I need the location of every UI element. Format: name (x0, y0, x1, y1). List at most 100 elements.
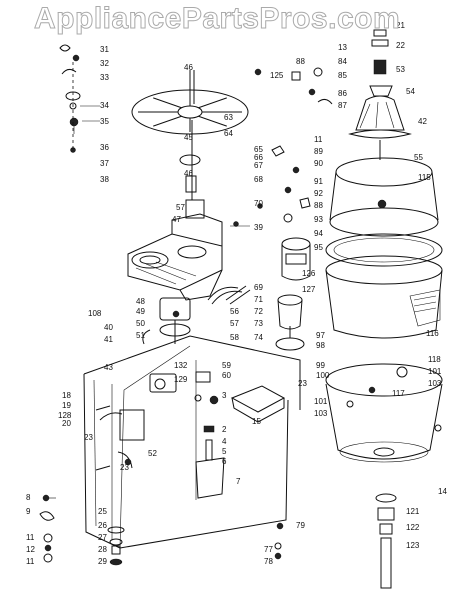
spin-basket (325, 157, 443, 267)
callout-p35: 35 (100, 117, 109, 126)
callout-p64: 64 (224, 129, 233, 138)
lower-left-hardware (39, 494, 56, 563)
callout-p49: 49 (136, 307, 145, 316)
cabinet-frame (83, 335, 301, 549)
callout-p23c: 23 (120, 463, 129, 472)
callout-p36: 36 (100, 143, 109, 152)
callout-p23a: 23 (84, 433, 93, 442)
callout-p117: 117 (392, 389, 405, 398)
agitator-star (131, 70, 249, 200)
pump-assembly (142, 286, 243, 345)
callout-p95: 95 (314, 243, 323, 252)
callout-p38: 38 (100, 175, 109, 184)
callout-p28: 28 (98, 545, 107, 554)
callout-p69: 69 (254, 283, 263, 292)
callout-p6: 6 (222, 457, 227, 466)
callout-p32: 32 (100, 59, 109, 68)
leveling-feet (107, 522, 284, 566)
callout-p41: 41 (104, 335, 113, 344)
callout-p18: 18 (62, 391, 71, 400)
callout-p3: 3 (222, 391, 227, 400)
callout-p57: 57 (176, 203, 185, 212)
callout-p27: 27 (98, 533, 107, 542)
callout-p79: 79 (296, 521, 305, 530)
callout-p19: 19 (62, 401, 71, 410)
callout-p2: 2 (222, 425, 227, 434)
callout-p50: 50 (136, 319, 145, 328)
callout-p85: 85 (338, 71, 347, 80)
callout-p46: 46 (184, 63, 193, 72)
callout-p86: 86 (338, 89, 347, 98)
callout-p100: 100 (316, 371, 330, 380)
callout-p122: 122 (406, 523, 420, 532)
left-small-parts (59, 44, 100, 153)
callout-p46b: 46 (184, 169, 193, 178)
callout-p116: 116 (426, 329, 439, 338)
callout-p99: 99 (316, 361, 325, 370)
callout-p71: 71 (254, 295, 263, 304)
callout-p23b: 23 (298, 379, 307, 388)
callout-p12: 12 (26, 545, 35, 554)
callout-p29: 29 (98, 557, 107, 566)
transmission-assembly (127, 199, 250, 301)
callout-p11a: 11 (26, 533, 35, 542)
callout-p65: 65 (254, 145, 263, 154)
callout-p59: 59 (222, 361, 231, 370)
callout-p67: 67 (254, 161, 263, 170)
callout-p57b: 57 (230, 319, 239, 328)
callout-p31: 31 (100, 45, 109, 54)
callout-p54: 54 (406, 87, 415, 96)
callout-p51: 51 (136, 331, 145, 340)
watermark-text: AppliancePartsPros.com (34, 2, 401, 36)
callout-p115: 115 (418, 173, 431, 182)
callout-p37: 37 (100, 159, 109, 168)
callout-p97: 97 (316, 331, 325, 340)
agitator-blade (153, 115, 182, 127)
callout-p77: 77 (264, 545, 273, 554)
callout-p63: 63 (224, 113, 233, 122)
cabinet-components (99, 371, 286, 499)
callout-p4: 4 (222, 437, 227, 446)
callout-p88a: 88 (296, 57, 305, 66)
callout-p92: 92 (314, 189, 323, 198)
callout-p7: 7 (236, 477, 241, 486)
callout-p78: 78 (264, 557, 273, 566)
callout-p60: 60 (222, 371, 231, 380)
callout-p127: 127 (302, 285, 316, 294)
callout-p101a: 101 (428, 367, 442, 376)
callout-p118: 118 (428, 355, 441, 364)
lower-tub (325, 363, 443, 463)
callout-p14: 14 (438, 487, 447, 496)
callout-p13: 13 (338, 43, 347, 52)
callout-p8: 8 (26, 493, 31, 502)
callout-p121: 121 (406, 507, 420, 516)
callout-p15: 15 (252, 417, 261, 426)
callout-p52: 52 (148, 449, 157, 458)
callout-p88b: 88 (314, 201, 323, 210)
callout-p87: 87 (338, 101, 347, 110)
callout-p9: 9 (26, 507, 31, 516)
callout-p25: 25 (98, 507, 107, 516)
callout-labels: 3132333435363738394546464757636412588858… (26, 21, 447, 566)
callout-p22: 22 (396, 41, 405, 50)
callout-p93: 93 (314, 215, 323, 224)
callout-p21: 21 (396, 21, 405, 30)
callout-p42: 42 (418, 117, 427, 126)
callout-p43: 43 (104, 363, 113, 372)
callout-p58: 58 (230, 333, 239, 342)
callout-p103b: 103 (314, 409, 328, 418)
callout-p68: 68 (254, 175, 263, 184)
callout-p40: 40 (104, 323, 113, 332)
callout-p91: 91 (314, 177, 323, 186)
callout-p70: 70 (254, 199, 263, 208)
callout-p11b: 11 (26, 557, 35, 566)
callout-p48: 48 (136, 297, 145, 306)
callout-p74: 74 (254, 333, 263, 342)
agitator-blade (198, 97, 227, 109)
drive-shaft (375, 493, 397, 589)
callout-p89: 89 (314, 147, 323, 156)
callout-p73: 73 (254, 319, 263, 328)
callout-p11t: 11 (314, 135, 323, 144)
callout-p108: 108 (88, 309, 102, 318)
